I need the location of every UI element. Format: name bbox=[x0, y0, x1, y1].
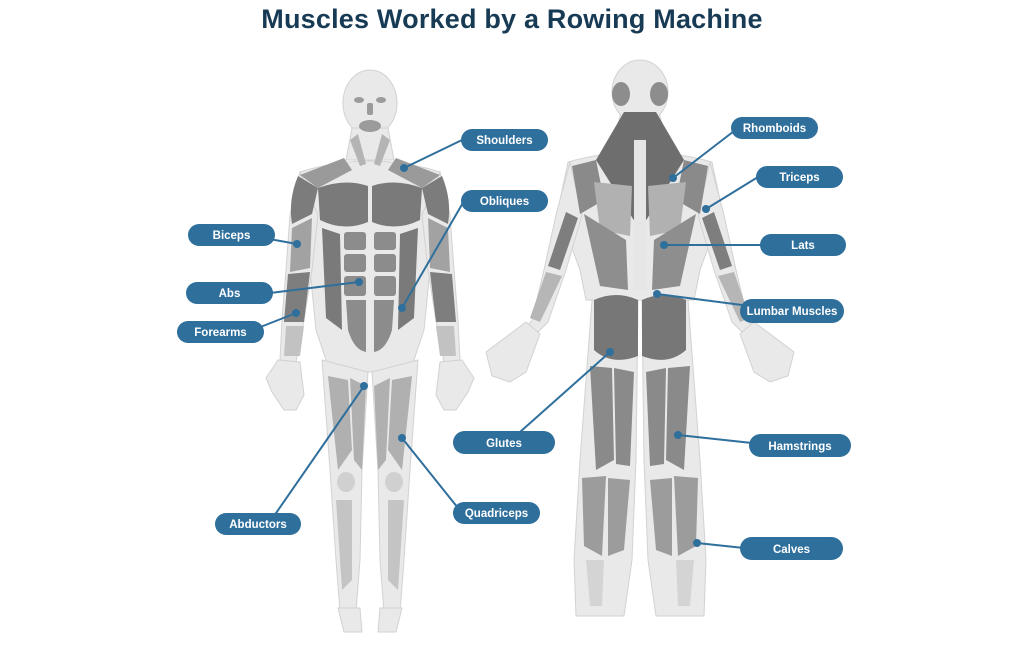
label-shoulders: Shoulders bbox=[400, 129, 548, 172]
label-abs-text: Abs bbox=[219, 288, 241, 300]
label-quadriceps-text: Quadriceps bbox=[465, 508, 528, 520]
label-shoulders-text: Shoulders bbox=[476, 135, 532, 147]
label-hamstrings-text: Hamstrings bbox=[768, 441, 831, 453]
label-triceps-text: Triceps bbox=[779, 172, 819, 184]
label-quadriceps: Quadriceps bbox=[398, 434, 540, 524]
label-hamstrings: Hamstrings bbox=[674, 431, 851, 457]
label-abductors: Abductors bbox=[215, 382, 368, 535]
label-glutes-text: Glutes bbox=[486, 438, 522, 450]
label-glutes: Glutes bbox=[453, 348, 614, 454]
diagram-title: Muscles Worked by a Rowing Machine bbox=[261, 4, 763, 34]
label-rhomboids-text: Rhomboids bbox=[743, 123, 806, 135]
front-body-figure bbox=[265, 69, 475, 633]
label-calves-text: Calves bbox=[773, 544, 810, 556]
label-forearms: Forearms bbox=[177, 309, 300, 343]
label-rhomboids: Rhomboids bbox=[669, 117, 818, 182]
label-abs: Abs bbox=[186, 278, 363, 304]
label-biceps: Biceps bbox=[188, 224, 301, 248]
front-labels: Shoulders Obliques Biceps Abs Forearms bbox=[177, 129, 548, 535]
label-abductors-text: Abductors bbox=[229, 519, 287, 531]
label-obliques: Obliques bbox=[398, 190, 548, 312]
label-calves: Calves bbox=[693, 537, 843, 560]
label-lumbar-muscles: Lumbar Muscles bbox=[653, 290, 844, 323]
label-forearms-text: Forearms bbox=[194, 327, 246, 339]
label-lats-text: Lats bbox=[791, 240, 815, 252]
label-lumbar-muscles-text: Lumbar Muscles bbox=[747, 306, 838, 318]
label-triceps: Triceps bbox=[702, 166, 843, 213]
back-labels: Rhomboids Triceps Lats Lumbar Muscles Gl… bbox=[453, 117, 851, 560]
back-body-figure bbox=[485, 59, 795, 617]
label-biceps-text: Biceps bbox=[213, 230, 251, 242]
label-obliques-text: Obliques bbox=[480, 196, 529, 208]
label-lats: Lats bbox=[660, 234, 846, 256]
